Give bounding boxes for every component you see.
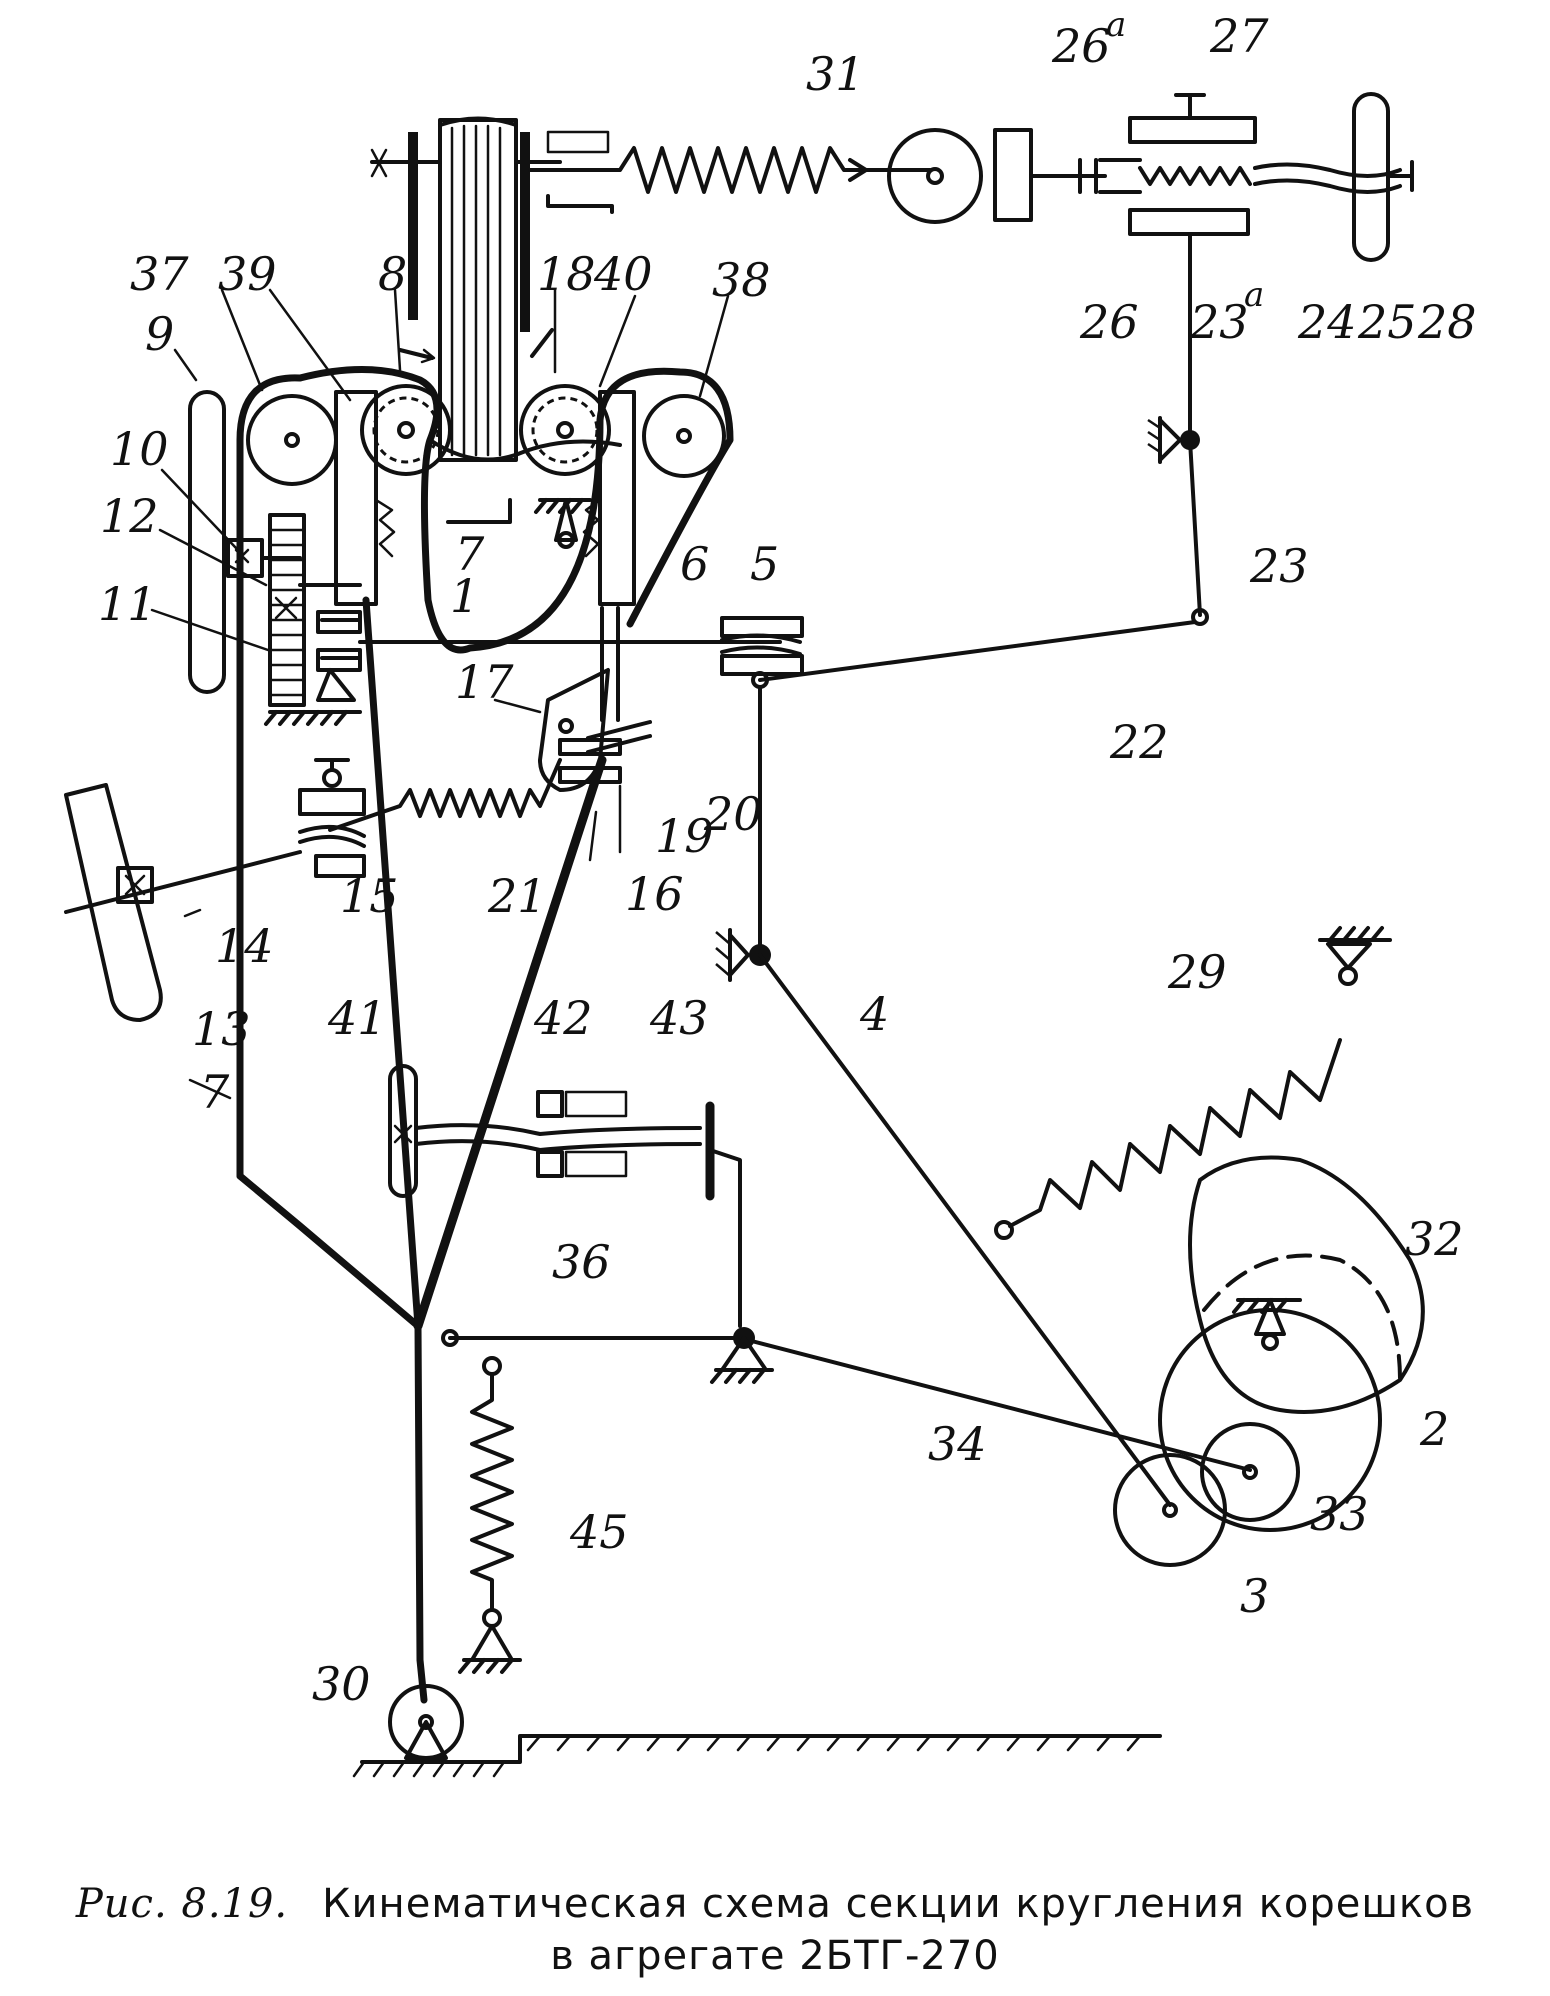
roller-18: [519, 384, 611, 476]
label-30: 30: [312, 1657, 371, 1711]
label-28: 28: [1417, 295, 1477, 349]
support-7-pivot: [446, 498, 592, 549]
spring-45: [458, 1356, 522, 1674]
label-38: 38: [712, 253, 771, 307]
label-23: 23: [1249, 539, 1309, 593]
label-9: 9: [145, 307, 174, 361]
label-21: 21: [487, 869, 547, 923]
label-13: 13: [192, 1002, 251, 1056]
clutch-5-6: [720, 616, 804, 952]
roller-31: [887, 128, 983, 224]
svg-text:a: a: [1106, 5, 1126, 45]
clutch-15: [298, 758, 366, 878]
wheel-41: [388, 1064, 418, 1198]
lever-23: [758, 233, 1209, 682]
clutch-26-28: [993, 92, 1414, 262]
roller-8: [360, 384, 452, 476]
roller-37: [246, 394, 338, 486]
clamp-plates: [370, 130, 614, 364]
label-26a: 26 a: [1051, 5, 1126, 73]
figure-number: Рис. 8.19.: [75, 1881, 289, 1927]
label-27: 27: [1209, 9, 1269, 63]
label-23a: 23 a: [1189, 275, 1264, 349]
label-12: 12: [100, 489, 159, 543]
svg-text:26: 26: [1051, 19, 1111, 73]
label-14: 14: [215, 919, 274, 973]
label-32: 32: [1405, 1212, 1464, 1266]
label-10: 10: [110, 422, 169, 476]
top-spring: [528, 146, 932, 194]
part-labels: 1 2 3 4 5 6 7 7 8 9 10 11 12 13 14 15 16…: [98, 5, 1477, 1711]
label-11: 11: [98, 577, 157, 631]
caption-line-2: в агрегате 2БТГ-270: [550, 1933, 1000, 1979]
handwheel-13: [64, 783, 302, 1022]
screw-42-43: [414, 1090, 742, 1328]
label-5: 5: [750, 537, 779, 591]
label-8: 8: [378, 247, 407, 301]
spring-29: [994, 926, 1392, 1240]
label-22: 22: [1109, 715, 1169, 769]
label-20: 20: [703, 787, 763, 841]
label-29: 29: [1167, 945, 1227, 999]
roller-30: [352, 1684, 1162, 1778]
rod-36: [413, 755, 607, 1331]
label-17: 17: [455, 655, 514, 709]
label-34: 34: [928, 1417, 987, 1471]
pressers-39-40: [334, 390, 636, 722]
label-40: 40: [593, 247, 653, 301]
label-15: 15: [340, 869, 399, 923]
label-19: 19: [655, 809, 714, 863]
label-7-support: 7: [455, 527, 485, 581]
label-18: 18: [537, 247, 596, 301]
caption-text-1: Кинематическая схема секции кругления ко…: [322, 1881, 1475, 1927]
lever-4: [715, 928, 1172, 1507]
label-16: 16: [625, 867, 684, 921]
handwheel-9: [188, 390, 226, 694]
label-37: 37: [130, 247, 189, 301]
cam-32-2: [1158, 1155, 1425, 1532]
figure-caption: Рис. 8.19. Кинематическая схема секции кр…: [0, 1878, 1550, 1982]
label-2: 2: [1419, 1402, 1449, 1456]
label-31: 31: [806, 47, 865, 101]
label-25: 25: [1357, 295, 1417, 349]
label-42: 42: [533, 991, 593, 1045]
label-43: 43: [649, 991, 709, 1045]
label-24: 24: [1297, 295, 1357, 349]
leader-lines: [150, 288, 730, 1100]
roller-33-3: [1113, 1422, 1300, 1567]
label-33: 33: [1310, 1487, 1369, 1541]
roller-38: [642, 394, 726, 478]
book-block: [438, 116, 518, 462]
label-36: 36: [552, 1235, 611, 1289]
link-34: [441, 1327, 1252, 1472]
caption-line-1: Рис. 8.19. Кинематическая схема секции кр…: [0, 1878, 1550, 1930]
label-7: 7: [200, 1065, 230, 1119]
label-41: 41: [327, 991, 387, 1045]
label-6: 6: [680, 537, 709, 591]
gear-rack-10-12: [226, 513, 782, 726]
svg-text:23: 23: [1189, 295, 1249, 349]
spring-21: [328, 758, 562, 832]
label-26: 26: [1079, 295, 1139, 349]
svg-text:a: a: [1244, 275, 1264, 315]
label-45: 45: [569, 1505, 629, 1559]
label-4: 4: [859, 987, 889, 1041]
label-3: 3: [1240, 1569, 1269, 1623]
label-39: 39: [218, 247, 277, 301]
rod-sheet: [362, 596, 422, 1330]
label-1: 1: [450, 569, 479, 623]
